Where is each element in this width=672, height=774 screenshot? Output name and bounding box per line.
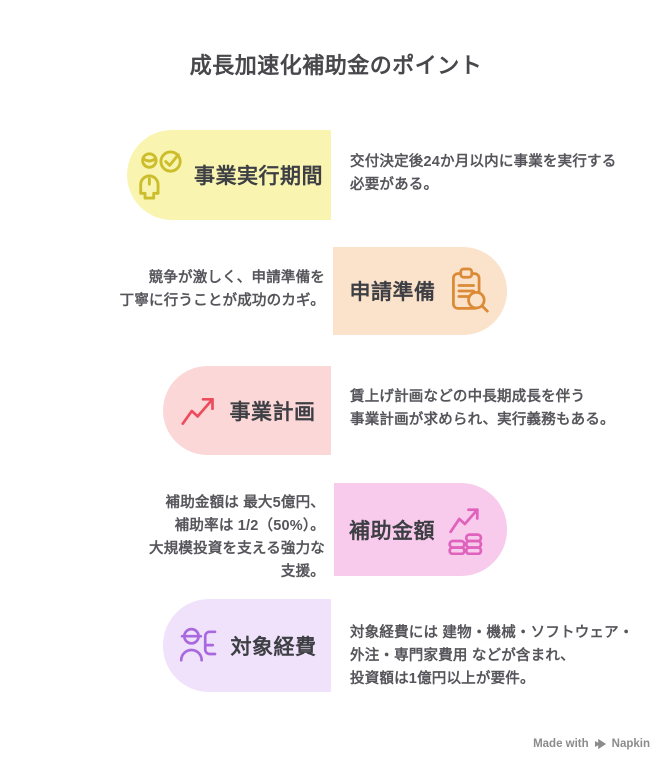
pill-label: 対象経費 bbox=[230, 635, 317, 659]
pill-business-plan: 事業計画 bbox=[163, 366, 331, 455]
made-with-text: Made with bbox=[533, 738, 589, 750]
clipboard-search-icon bbox=[447, 266, 491, 316]
pill-execution-period: 事業実行期間 bbox=[127, 130, 331, 220]
page-title: 成長加速化補助金のポイント bbox=[189, 53, 483, 78]
pill-label: 事業実行期間 bbox=[194, 165, 323, 188]
row-description: 対象経費には 建物・機械・ソフトウェア・ 外注・専門家費用 などが含まれ、 投資… bbox=[350, 625, 634, 687]
pill-label: 申請準備 bbox=[349, 281, 436, 304]
pill-application-prep: 申請準備 bbox=[333, 247, 507, 335]
row-description: 補助金額は 最大5億円、 補助率は 1/2（50%）。 大規模投資を支える強力な… bbox=[149, 495, 325, 580]
pill-eligible-expenses: 対象経費 bbox=[163, 599, 331, 692]
pill-subsidy-amount: 補助金額 bbox=[334, 483, 507, 576]
row-description: 交付決定後24か月以内に事業を実行する 必要がある。 bbox=[350, 154, 617, 193]
pill-label: 事業計画 bbox=[229, 400, 316, 424]
trend-up-icon bbox=[179, 393, 219, 429]
money-growth-icon bbox=[446, 505, 492, 555]
person-check-icon bbox=[135, 149, 183, 201]
row-description: 競争が激しく、申請準備を 丁寧に行うことが成功のカギ。 bbox=[119, 270, 325, 309]
pill-label: 補助金額 bbox=[349, 519, 435, 543]
row-description: 賃上げ計画などの中長期成長を伴う 事業計画が求められ、実行義務もある。 bbox=[350, 389, 615, 428]
napkin-brand-text: Napkin bbox=[611, 738, 650, 750]
made-with-napkin-badge[interactable]: Made with Napkin bbox=[533, 738, 650, 750]
napkin-logo-icon bbox=[594, 738, 607, 750]
worker-expenses-icon bbox=[178, 622, 220, 670]
